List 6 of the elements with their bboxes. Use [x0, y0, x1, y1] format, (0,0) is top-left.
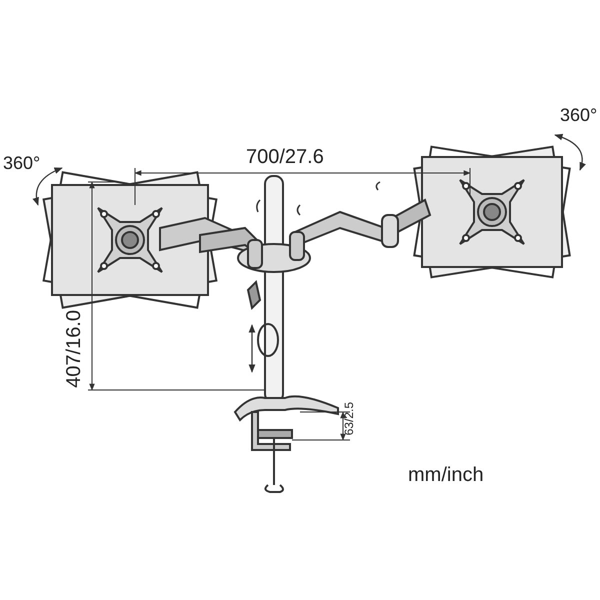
- rotation-label: 360°: [560, 106, 598, 124]
- dimension-label: 63/2.5: [343, 402, 355, 436]
- dimension-label: 407/16.0: [64, 310, 84, 388]
- unit-note: mm/inch: [408, 465, 484, 485]
- rotation-label: 360°: [3, 154, 40, 172]
- dimension-label: 700/27.6: [246, 147, 324, 167]
